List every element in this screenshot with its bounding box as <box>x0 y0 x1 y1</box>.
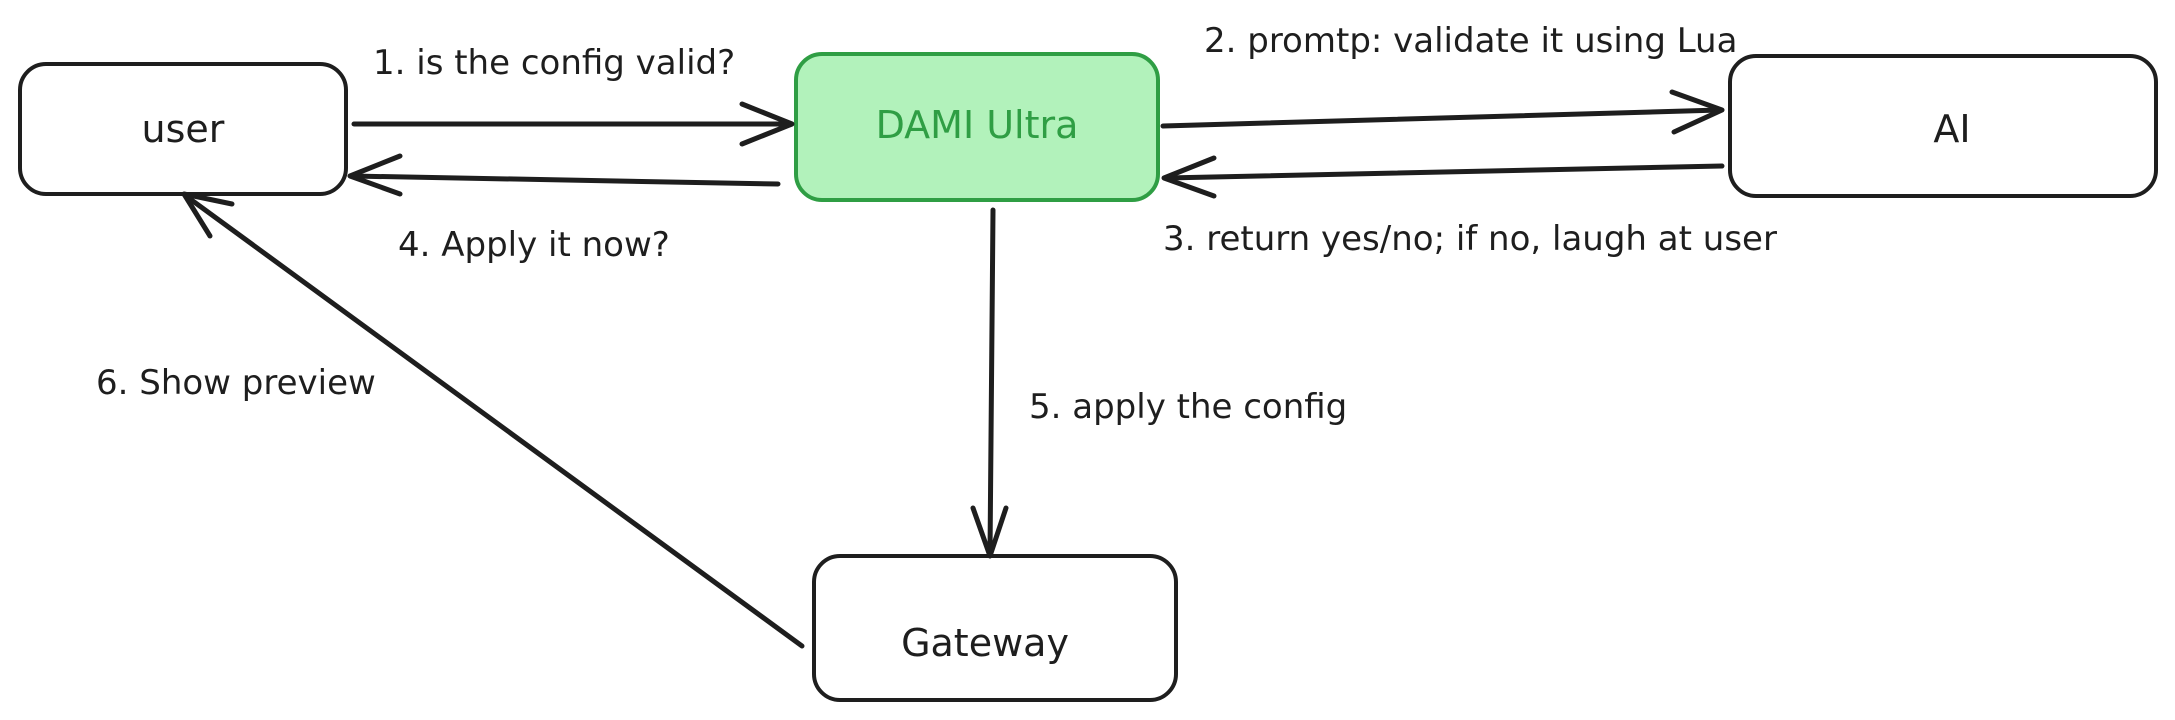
edge-4-line <box>349 173 781 187</box>
node-dami-ultra: DAMI Ultra <box>794 52 1160 202</box>
edge-3-line <box>1163 163 1725 181</box>
edge-3-arrowhead <box>1161 155 1217 199</box>
edge-6-line <box>183 193 805 649</box>
edge-4-label: 4. Apply it now? <box>398 225 670 265</box>
edge-1-user-to-dami: 1. is the config valid? <box>351 43 795 147</box>
edge-2-line <box>1160 107 1723 129</box>
edge-2-arrowhead <box>1669 89 1725 135</box>
edge-6-arrowhead <box>181 191 235 239</box>
edge-3-ai-to-dami: 3. return yes/no; if no, laugh at user <box>1161 155 1777 259</box>
node-ai: AI <box>1728 54 2158 198</box>
edge-6-gateway-to-user: 6. Show preview <box>96 191 805 649</box>
edge-5-arrowhead <box>970 505 1009 559</box>
edge-2-dami-to-ai: 2. promtp: validate it using Lua <box>1160 21 1737 135</box>
node-dami-ultra-box <box>794 52 1160 202</box>
node-user: user <box>18 62 348 196</box>
node-gateway-label: Gateway <box>901 621 1069 665</box>
edge-2-label: 2. promtp: validate it using Lua <box>1204 21 1737 61</box>
edge-1-label: 1. is the config valid? <box>373 43 735 83</box>
node-ai-label: AI <box>1933 107 1970 151</box>
edge-4-dami-to-user: 4. Apply it now? <box>347 153 781 265</box>
node-gateway-box <box>812 554 1178 702</box>
edge-5-label: 5. apply the config <box>1029 387 1347 427</box>
edge-4-arrowhead <box>347 153 403 197</box>
edge-1-arrowhead <box>739 101 795 147</box>
edge-5-line <box>987 207 996 557</box>
edge-5-dami-to-gateway: 5. apply the config <box>970 207 1347 559</box>
node-gateway: Gateway <box>812 554 1178 702</box>
node-user-label: user <box>142 107 225 151</box>
node-dami-ultra-label: DAMI Ultra <box>876 103 1079 147</box>
node-ai-box <box>1728 54 2158 198</box>
edge-6-label: 6. Show preview <box>96 363 376 403</box>
edge-3-label: 3. return yes/no; if no, laugh at user <box>1163 219 1777 259</box>
